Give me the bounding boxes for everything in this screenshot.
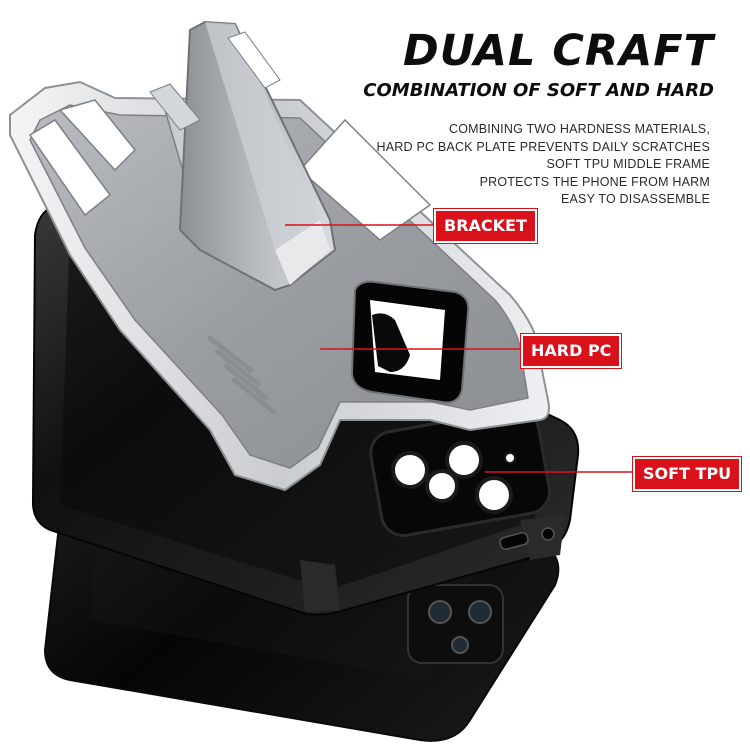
feature-list: COMBINING TWO HARDNESS MATERIALS, HARD P… xyxy=(377,121,710,209)
headline: DUAL CRAFT xyxy=(403,26,714,76)
subheadline: COMBINATION OF SOFT AND HARD xyxy=(363,80,714,101)
soft-tpu-callout-label: SOFT TPU xyxy=(633,457,742,491)
feature-item: PROTECTS THE PHONE FROM HARM xyxy=(479,174,710,189)
feature-item: COMBINING TWO HARDNESS MATERIALS, xyxy=(448,122,710,136)
vent-grooves xyxy=(207,335,277,415)
callout-lines xyxy=(285,224,633,473)
kickstand-bracket xyxy=(149,20,337,292)
feature-item: HARD PC BACK PLATE PREVENTS DAILY SCRATC… xyxy=(376,139,710,154)
feature-item: EASY TO DISASSEMBLE xyxy=(560,192,710,206)
feature-item: SOFT TPU MIDDLE FRAME xyxy=(546,157,710,171)
hard-pc-callout-label: HARD PC xyxy=(521,334,622,368)
bracket-callout-label: BRACKET xyxy=(434,209,537,243)
